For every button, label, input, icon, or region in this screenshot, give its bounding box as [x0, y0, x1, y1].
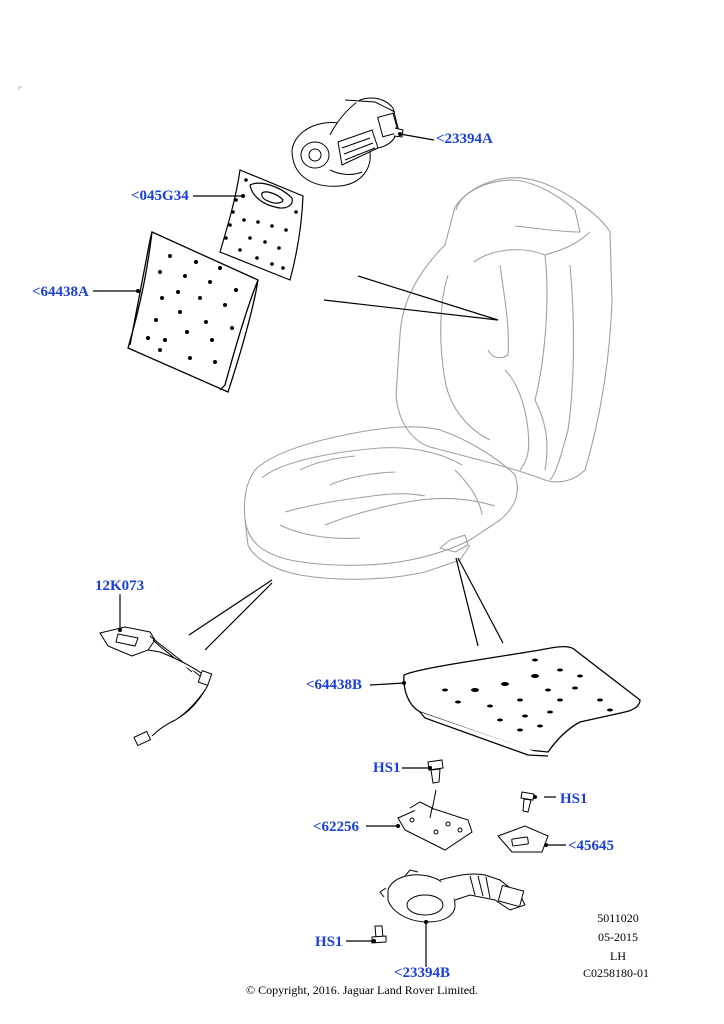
- callout-45645[interactable]: <45645: [568, 838, 615, 854]
- diagram-number: 5011020: [597, 911, 639, 925]
- callout-hs1-right[interactable]: HS1: [560, 791, 588, 807]
- part-hs1-screw-top[interactable]: [427, 759, 444, 784]
- callout-12k073[interactable]: 12K073: [95, 578, 145, 594]
- corner-mark: [18, 86, 22, 90]
- copyright-text: © Copyright, 2016. Jaguar Land Rover Lim…: [245, 983, 479, 997]
- part-045g34-pad[interactable]: [219, 169, 304, 281]
- callout-64438b[interactable]: <64438B: [306, 677, 363, 693]
- diagram-code: C0258180-01: [583, 966, 649, 980]
- callout-hs1-top[interactable]: HS1: [373, 760, 401, 776]
- callout-23394b[interactable]: <23394B: [394, 965, 451, 981]
- diagram-date: 05-2015: [598, 930, 638, 944]
- callout-62256[interactable]: <62256: [313, 819, 360, 835]
- callout-64438a[interactable]: <64438A: [32, 284, 89, 300]
- part-12k073-harness[interactable]: [99, 626, 213, 747]
- part-hs1-screw-right[interactable]: [520, 791, 535, 813]
- callout-hs1-bottom[interactable]: HS1: [315, 934, 343, 950]
- diagram-side: LH: [610, 949, 626, 963]
- seat-outline: [243, 177, 613, 580]
- callout-23394a[interactable]: <23394A: [436, 131, 493, 147]
- part-62256-bracket[interactable]: [397, 789, 473, 851]
- leader-lines: [93, 133, 566, 967]
- leader-dots: [118, 132, 548, 943]
- part-64438a-pad[interactable]: [127, 231, 259, 393]
- part-23394a-blower[interactable]: [291, 97, 404, 187]
- callout-045g34[interactable]: <045G34: [131, 188, 189, 204]
- part-45645-clip[interactable]: [497, 825, 549, 853]
- part-23394b-blower[interactable]: [379, 869, 526, 923]
- part-64438b-pad[interactable]: [403, 645, 641, 757]
